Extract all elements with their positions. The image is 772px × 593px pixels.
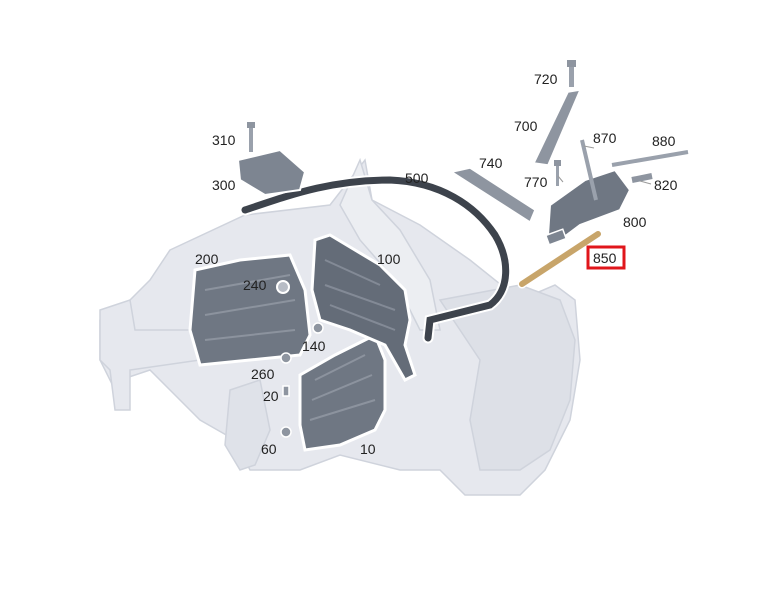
part-820-bolt xyxy=(631,173,653,183)
label-500[interactable]: 500 xyxy=(405,170,429,186)
label-60[interactable]: 60 xyxy=(261,441,277,457)
part-20-clip xyxy=(282,385,290,397)
label-880[interactable]: 880 xyxy=(652,133,676,149)
part-200-panel xyxy=(188,253,312,367)
label-200[interactable]: 200 xyxy=(195,251,219,267)
label-870[interactable]: 870 xyxy=(593,130,617,146)
part-10-panel xyxy=(298,332,387,452)
part-770-bolt xyxy=(554,160,561,186)
part-300-bracket xyxy=(236,148,307,197)
label-720[interactable]: 720 xyxy=(534,71,558,87)
part-260-clip xyxy=(280,352,292,364)
label-20[interactable]: 20 xyxy=(263,388,279,404)
label-770[interactable]: 770 xyxy=(524,174,548,190)
label-260[interactable]: 260 xyxy=(251,366,275,382)
label-800[interactable]: 800 xyxy=(623,214,647,230)
label-850[interactable]: 850 xyxy=(593,250,617,266)
part-100-panel xyxy=(310,233,417,382)
highlight-box-850 xyxy=(586,245,626,270)
part-100-detail xyxy=(324,259,396,331)
part-870-strut xyxy=(580,139,598,201)
part-240-grommet xyxy=(276,280,290,294)
part-880-bolt xyxy=(611,150,689,167)
label-740[interactable]: 740 xyxy=(479,155,503,171)
part-60-clip xyxy=(280,426,292,438)
label-10[interactable]: 10 xyxy=(360,441,376,457)
part-labels: 720 700 870 880 310 740 770 820 300 500 … xyxy=(195,71,678,457)
part-720-bolt xyxy=(567,60,576,87)
part-200-detail xyxy=(204,274,296,341)
part-850-rod-core xyxy=(519,231,601,287)
leader-lines xyxy=(557,145,652,185)
label-240[interactable]: 240 xyxy=(243,277,267,293)
part-800-foot xyxy=(544,228,568,246)
label-820[interactable]: 820 xyxy=(654,177,678,193)
label-100[interactable]: 100 xyxy=(377,251,401,267)
part-140-clip xyxy=(312,322,324,334)
part-700-plate xyxy=(532,89,582,166)
part-10-ribs xyxy=(309,354,376,421)
part-740-strip xyxy=(450,167,536,224)
label-300[interactable]: 300 xyxy=(212,177,236,193)
part-310-bolt xyxy=(247,122,255,152)
label-700[interactable]: 700 xyxy=(514,118,538,134)
part-500-seal-core xyxy=(241,176,510,342)
label-140[interactable]: 140 xyxy=(302,338,326,354)
label-310[interactable]: 310 xyxy=(212,132,236,148)
